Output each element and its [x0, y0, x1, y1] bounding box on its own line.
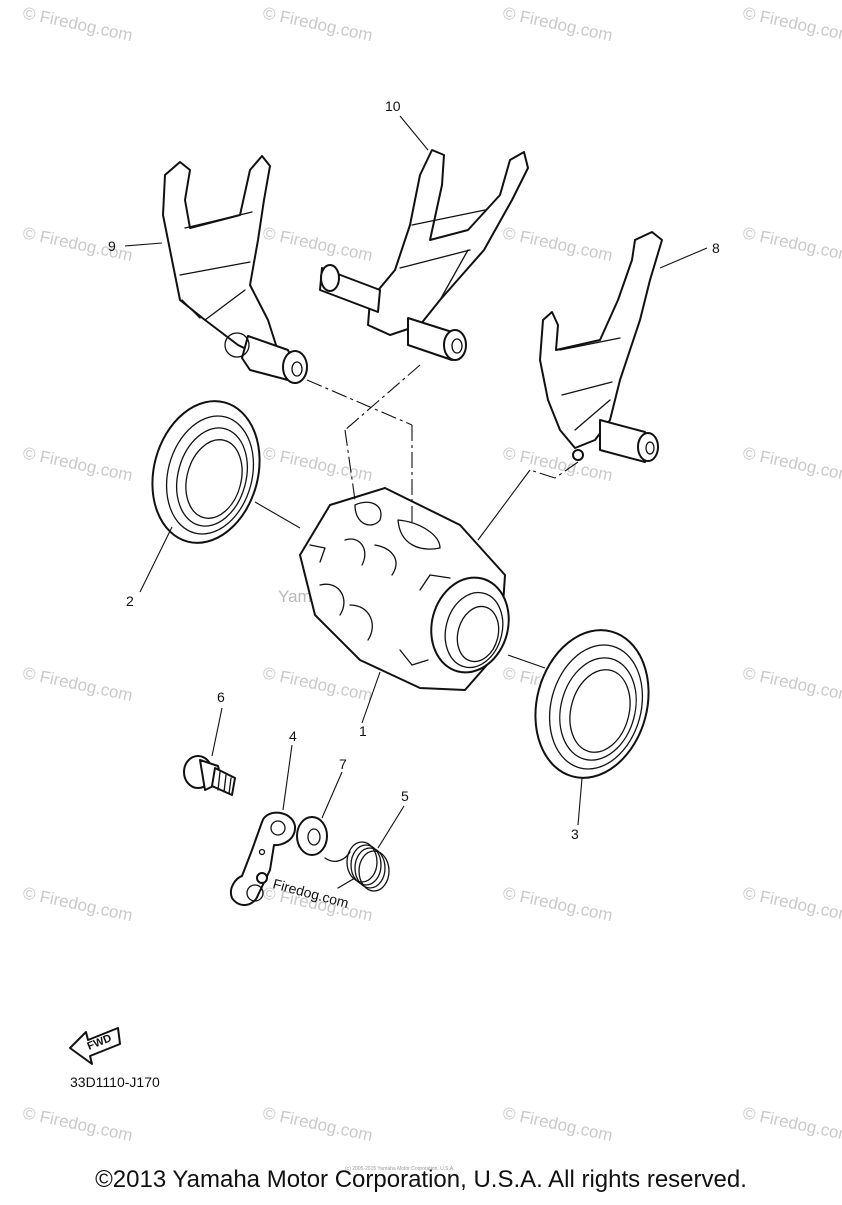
shift-fork-9[interactable] [162, 155, 308, 384]
watermark-text: © Firedog.com [261, 1103, 374, 1145]
watermark-text: © Firedog.com [21, 3, 134, 45]
callout-2: 2 [126, 593, 134, 609]
watermark-text: © Firedog.com [21, 1103, 134, 1145]
watermark-text: © Firedog.com [741, 1103, 842, 1145]
watermark-text: © Firedog.com [261, 663, 374, 705]
watermark-tile: © Firedog.com [21, 443, 134, 485]
callout-5: 5 [401, 788, 409, 804]
watermark-text: © Firedog.com [501, 883, 614, 925]
callouts: 1 2 3 4 5 6 7 8 9 10 [108, 98, 720, 842]
shift-drum-1[interactable] [299, 487, 519, 691]
watermark-tile: © Firedog.com [501, 443, 614, 485]
watermark-tile: © Firedog.com [261, 223, 374, 265]
diagram-code: 33D1110-J170 [70, 1074, 160, 1090]
callout-1: 1 [359, 723, 367, 739]
watermark-text: © Firedog.com [261, 443, 374, 485]
washer-7[interactable] [296, 816, 328, 856]
watermark-text: © Firedog.com [261, 223, 374, 265]
watermark-tile: © Firedog.com [21, 663, 134, 705]
watermark-tile: © Firedog.com [741, 3, 842, 45]
callout-8: 8 [712, 240, 720, 256]
watermark-tile: © Firedog.com [501, 3, 614, 45]
watermark-text: © Firedog.com [261, 3, 374, 45]
bearing-2[interactable] [137, 389, 275, 555]
callout-10: 10 [385, 98, 401, 114]
callout-6: 6 [217, 689, 225, 705]
watermark-tile: © Firedog.com [21, 1103, 134, 1145]
watermark-text: © Firedog.com [741, 883, 842, 925]
watermark-text: © Firedog.com [741, 663, 842, 705]
watermark-tile: © Firedog.com [261, 3, 374, 45]
watermark-text: © Firedog.com [21, 663, 134, 705]
bolt-6[interactable] [183, 755, 236, 796]
stopper-lever-4[interactable] [230, 811, 297, 906]
watermark-tile: © Firedog.com [261, 663, 374, 705]
assembly-lines [254, 364, 579, 669]
watermark-text: © Firedog.com [741, 3, 842, 45]
watermark-tile: © Firedog.com [21, 223, 134, 265]
fine-print: (c) 2005-2015 Yamaha Motor Corporation, … [345, 1166, 455, 1172]
torsion-spring-5[interactable] [324, 841, 390, 892]
watermark-tile: © Firedog.com [261, 1103, 374, 1145]
shift-fork-8[interactable] [539, 231, 663, 463]
watermark-tile: © Firedog.com [741, 1103, 842, 1145]
watermark-text: © Firedog.com [501, 223, 614, 265]
shift-fork-10[interactable] [319, 149, 529, 361]
watermark-tile: © Firedog.com [741, 223, 842, 265]
bearing-3[interactable] [519, 617, 664, 790]
watermark-tile: © Firedog.com [501, 1103, 614, 1145]
watermark-text: © Firedog.com [21, 443, 134, 485]
watermark-tile: © Firedog.com [741, 883, 842, 925]
watermark-tile: © Firedog.com [501, 223, 614, 265]
watermark-text: © Firedog.com [21, 223, 134, 265]
watermark-tile: © Firedog.com [501, 883, 614, 925]
watermark-tile: © Firedog.com [741, 443, 842, 485]
watermark-tile: © Firedog.com [741, 663, 842, 705]
watermark-text: © Firedog.com [501, 3, 614, 45]
watermark-text: © Firedog.com [741, 443, 842, 485]
fwd-arrow-icon: FWD [69, 1027, 121, 1065]
watermark-text: © Firedog.com [21, 883, 134, 925]
watermark-text: © Firedog.com [741, 223, 842, 265]
callout-4: 4 [289, 728, 297, 744]
leader-lines [124, 115, 708, 849]
watermark-tile: © Firedog.com [21, 3, 134, 45]
watermark-tile: © Firedog.com [21, 883, 134, 925]
watermark-text: © Firedog.com [501, 1103, 614, 1145]
callout-3: 3 [571, 826, 579, 842]
callout-9: 9 [108, 238, 116, 254]
watermark-tile: © Firedog.com [261, 443, 374, 485]
watermark-text: © Firedog.com [501, 443, 614, 485]
copyright-notice: ©2013 Yamaha Motor Corporation, U.S.A. A… [95, 1166, 747, 1193]
callout-7: 7 [339, 756, 347, 772]
